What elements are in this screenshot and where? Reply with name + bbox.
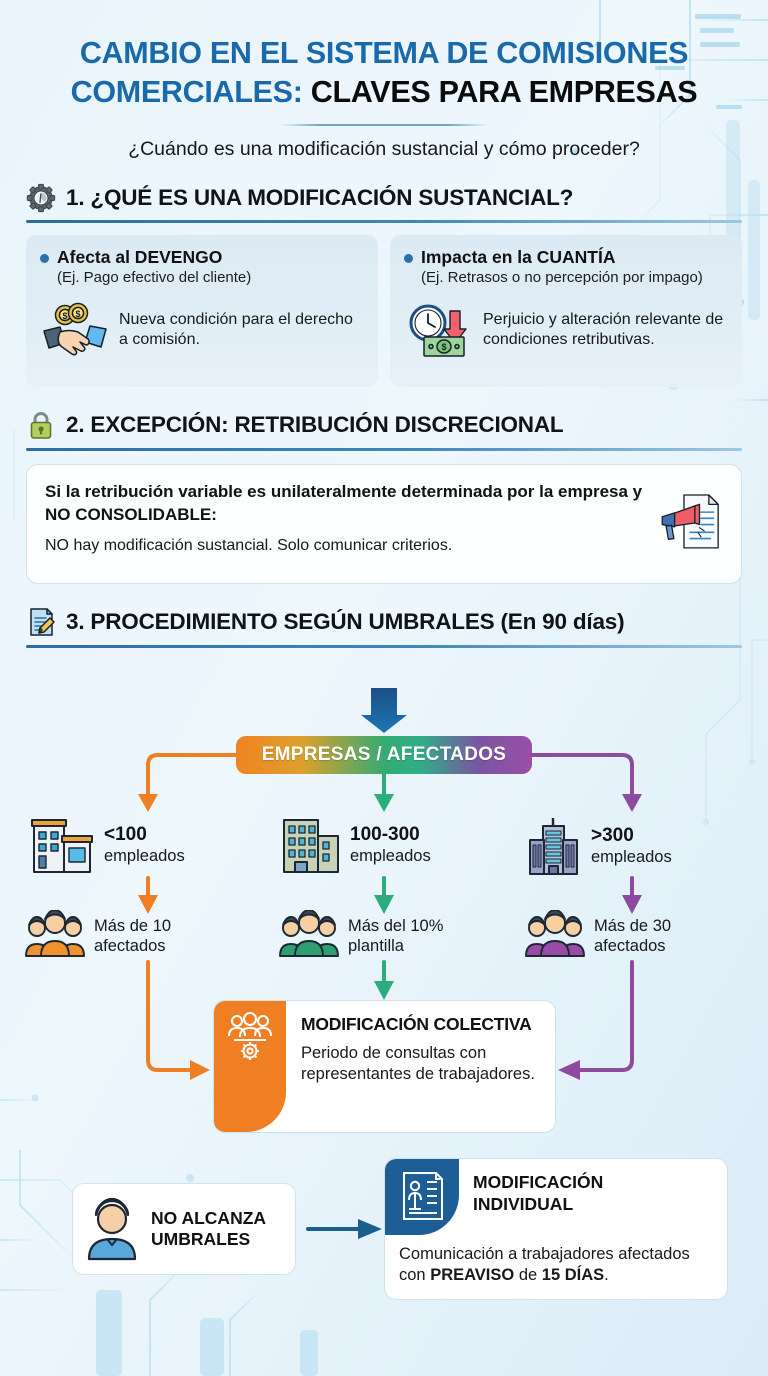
card-cuantia-head: Impacta en la CUANTÍA [404,247,728,268]
megaphone-document-icon [661,494,719,549]
card-cuantia-subtitle: (Ej. Retrasos o no percepción por impago… [421,269,703,287]
branch2-size-row: 100-300 empleados [280,816,495,876]
branch-small-company: <100 empleados [30,816,245,876]
card-discrecional-strong: Si la retribución variable es unilateral… [45,482,643,525]
branch1-size-unit: empleados [104,847,185,866]
branch3-affected: Más de 30 afectados [524,910,739,962]
bullet-dot-icon [404,254,413,264]
small-building-icon [31,819,93,873]
section3-heading: 3. PROCEDIMIENTO SEGÚN UMBRALES (En 90 d… [66,609,625,635]
card-devengo-subtitle: (Ej. Pago efectivo del cliente) [57,269,252,287]
group-people-orange-icon [25,910,85,957]
section1-heading: 1. ¿QUÉ ES UNA MODIFICACIÓN SUSTANCIAL? [66,185,574,211]
page-title-line2-black: CLAVES PARA EMPRESAS [310,74,698,109]
tall-building-icon [529,818,578,875]
branch2-affected-row: Más del 10% plantilla [278,910,493,962]
branch2-size-unit: empleados [350,847,431,866]
bullet-dot-icon [40,254,49,264]
card-devengo-title: Afecta al DEVENGO [57,247,223,268]
individual-title: MODIFICACIÓN INDIVIDUAL [473,1172,604,1214]
handshake-coins-icon: $ $ [43,302,107,356]
card-no-alcanza-umbrales[interactable]: NO ALCANZA UMBRALES [72,1183,296,1275]
section2-header: 2. EXCEPCIÓN: RETRIBUCIÓN DISCRECIONAL [0,409,768,441]
card-devengo-text: Nueva condición para el derecho a comisi… [119,310,353,348]
collective-body: MODIFICACIÓN COLECTIVA Periodo de consul… [286,1001,555,1132]
lock-icon [30,412,52,440]
card-modificacion-colectiva[interactable]: MODIFICACIÓN COLECTIVA Periodo de consul… [213,1000,556,1133]
branch1-affected: Más de 10 afectados [24,910,239,962]
flow-root-empresas-afectados[interactable]: EMPRESAS / AFECTADOS [236,736,532,774]
people-gear-icon [227,1012,273,1060]
title-divider [279,124,489,127]
card-cuantia-text: Perjuicio y alteración relevante de cond… [483,310,724,348]
card-devengo-body: $ $ Nueva condición para el derecho a co… [40,299,364,361]
branch3-affected-text: Más de 30 afectados [594,916,672,955]
person-avatar-icon [87,1197,137,1261]
card-cuantia: Impacta en la CUANTÍA (Ej. Retrasos o no… [390,235,742,388]
individual-icon-panel [385,1159,459,1235]
group-people-green-icon [279,910,339,957]
document-pencil-icon [30,608,55,637]
individual-text-bold-dias: 15 DÍAS [541,1266,605,1285]
section1-cards: Afecta al DEVENGO (Ej. Pago efectivo del… [0,235,768,388]
branch2-affected: Más del 10% plantilla [278,910,493,962]
section1-rule [26,220,742,224]
card-discrecional-text: Si la retribución variable es unilateral… [45,481,646,556]
page-subtitle: ¿Cuándo es una modificación sustancial y… [128,138,640,161]
section3-rule [26,645,742,649]
svg-text:$: $ [62,311,67,321]
gear-icon [26,184,56,213]
collective-text: Periodo de consultas con representantes … [301,1044,535,1084]
individual-text-mid: de [514,1266,542,1285]
no-alcanza-label: NO ALCANZA UMBRALES [151,1207,267,1249]
group-people-purple-icon [525,910,585,957]
card-devengo-head: Afecta al DEVENGO [40,247,364,268]
branch2-size-value: 100-300 [350,824,420,846]
section3-header: 3. PROCEDIMIENTO SEGÚN UMBRALES (En 90 d… [0,606,768,638]
branch2-size: 100-300 empleados [350,824,431,867]
section2-rule [26,448,742,452]
individual-top: MODIFICACIÓN INDIVIDUAL [385,1159,727,1235]
branch3-size-unit: empleados [591,848,672,867]
page-title-line1: CAMBIO EN EL SISTEMA DE COMISIONES [79,36,689,70]
header: CAMBIO EN EL SISTEMA DE COMISIONES COMER… [0,0,768,161]
individual-text: Comunicación a trabajadores afectados co… [385,1235,727,1299]
page-title-line2: COMERCIALES: CLAVES PARA EMPRESAS [26,73,742,112]
branch3-size-value: >300 [591,825,634,847]
card-modificacion-individual[interactable]: MODIFICACIÓN INDIVIDUAL Comunicación a t… [384,1158,728,1300]
branch-large-company: >300 empleados [525,816,740,878]
branch3-size-row: >300 empleados [525,816,740,878]
card-discrecional-note: NO hay modificación sustancial. Solo com… [45,536,453,554]
card-cuantia-body: $ Perjuicio y alteración relevante de co… [404,299,728,361]
branch-medium-company: 100-300 empleados [280,816,495,876]
branch2-affected-text: Más del 10% plantilla [348,916,444,955]
section2-heading: 2. EXCEPCIÓN: RETRIBUCIÓN DISCRECIONAL [66,412,564,438]
page-title-line2-blue: COMERCIALES: [70,74,303,109]
card-cuantia-title: Impacta en la CUANTÍA [421,247,616,268]
card-discrecional: Si la retribución variable es unilateral… [26,464,742,585]
svg-text:$: $ [441,342,446,352]
branch1-size-value: <100 [104,824,147,846]
branch1-affected-text: Más de 10 afectados [94,916,172,955]
branch3-affected-row: Más de 30 afectados [524,910,739,962]
branch1-size: <100 empleados [104,824,185,867]
clock-money-down-arrow-icon: $ [409,304,467,357]
branch3-size: >300 empleados [591,825,672,868]
collective-title: MODIFICACIÓN COLECTIVA [301,1014,532,1034]
section1-header: 1. ¿QUÉ ES UNA MODIFICACIÓN SUSTANCIAL? [0,183,768,213]
individual-text-after: . [604,1266,609,1285]
branch1-size-row: <100 empleados [30,816,245,876]
individual-text-bold-preaviso: PREAVISO [430,1266,515,1285]
card-devengo: Afecta al DEVENGO (Ej. Pago efectivo del… [26,235,378,388]
arrow-top-blue [361,688,407,733]
id-document-icon [403,1172,443,1220]
svg-text:$: $ [75,309,80,319]
medium-building-icon [283,819,339,873]
collective-icon-panel [214,1001,286,1132]
branch1-affected-row: Más de 10 afectados [24,910,239,962]
